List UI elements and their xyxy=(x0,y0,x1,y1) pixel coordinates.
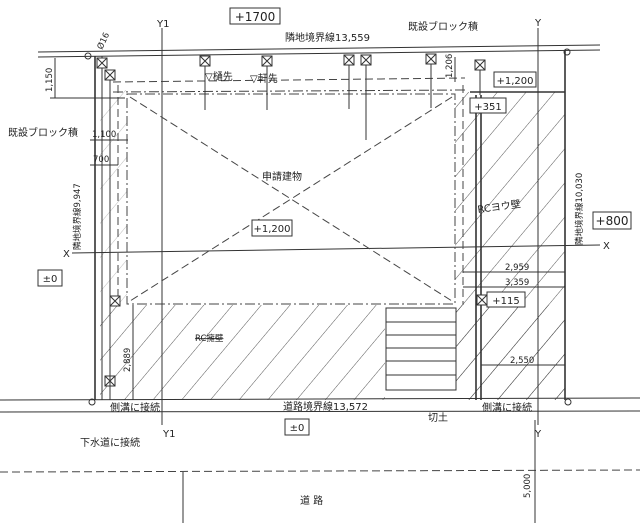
dim-2889: 2,889 xyxy=(123,348,133,372)
drain-box-icon xyxy=(96,57,108,69)
existing-block-left: 既設ブロック積 xyxy=(8,126,78,139)
site-boundaries xyxy=(0,44,640,523)
gutter-connect-left: 側溝に接続 xyxy=(110,401,160,414)
sewer-connect: 下水道に接続 xyxy=(80,436,140,449)
svg-text:+1,200: +1,200 xyxy=(496,76,533,87)
existing-block-top: 既設ブロック積 xyxy=(408,20,478,33)
axis-y1-bottom: Y1 xyxy=(162,429,175,440)
level-marker-1700: +1700 xyxy=(229,7,281,25)
axis-y-bottom: Y xyxy=(534,429,542,440)
cut-earth: 切土 xyxy=(428,411,448,424)
level-marker-351: +351 xyxy=(469,97,507,114)
hatched-yard xyxy=(100,90,565,400)
axis-y1-top: Y1 xyxy=(156,19,169,30)
retaining-wall xyxy=(470,91,565,400)
axis-x-left: X xyxy=(63,249,70,260)
gutter-tip: ▽樋先 xyxy=(205,70,233,83)
neighbor-boundary-left: 隣地境界線9,947 xyxy=(72,183,83,250)
road-label: 道 路 xyxy=(300,494,323,507)
dim-700: 700 xyxy=(93,155,109,165)
rc-retaining-wall-struck: RC擁壁 xyxy=(195,333,224,344)
dim-5000: 5,000 xyxy=(523,474,533,498)
level-marker-800: +800 xyxy=(592,211,632,230)
dim-2550: 2,550 xyxy=(510,356,534,366)
svg-text:+351: +351 xyxy=(474,102,501,113)
drain-box-icon xyxy=(104,69,116,81)
dim-1206: 1,206 xyxy=(445,54,455,78)
svg-text:+1700: +1700 xyxy=(235,10,276,24)
neighbor-boundary-right: 隣地境界線10,030 xyxy=(574,173,585,245)
neighbor-boundary-top: 隣地境界線13,559 xyxy=(285,31,370,44)
drain-boxes xyxy=(96,53,488,400)
level-marker-1200-center: +1,200 xyxy=(251,219,293,237)
drain-box-icon xyxy=(360,54,372,66)
drain-box-icon xyxy=(343,54,355,66)
drain-box-icon xyxy=(261,55,273,67)
level-marker-0-road: ±0 xyxy=(284,418,310,436)
dimension-lines xyxy=(50,57,565,400)
applied-building xyxy=(112,77,466,305)
drain-box-icon xyxy=(425,53,437,65)
axis-x-right: X xyxy=(603,241,610,252)
svg-text:±0: ±0 xyxy=(43,274,58,285)
grid-axes xyxy=(71,28,601,425)
dim-1150: 1,150 xyxy=(45,68,55,92)
level-marker-115: +115 xyxy=(486,291,526,308)
drain-box-icon xyxy=(199,55,211,67)
level-marker-0-left: ±0 xyxy=(37,269,63,287)
svg-text:±0: ±0 xyxy=(290,423,305,434)
dim-2959: 2,959 xyxy=(505,263,529,273)
axis-y-top: Y xyxy=(534,18,542,29)
svg-text:+1,200: +1,200 xyxy=(253,224,290,235)
level-marker-1200-right: +1,200 xyxy=(493,71,537,88)
pipe-diameter: Ø16 xyxy=(95,31,112,52)
drain-box-icon xyxy=(109,295,121,307)
drain-box-icon xyxy=(474,59,486,71)
building-label: 申請建物 xyxy=(262,170,302,183)
drain-box-icon xyxy=(476,294,488,306)
svg-text:+800: +800 xyxy=(596,214,629,228)
dim-1100: 1,100 xyxy=(92,130,116,140)
gutter-connect-right: 側溝に接続 xyxy=(482,401,532,414)
stairs xyxy=(385,307,457,391)
dim-3359: 3,359 xyxy=(505,278,529,288)
road-boundary: 道路境界線13,572 xyxy=(283,400,368,413)
eave-tip: ▽軒先 xyxy=(250,73,278,85)
svg-text:+115: +115 xyxy=(492,296,519,307)
